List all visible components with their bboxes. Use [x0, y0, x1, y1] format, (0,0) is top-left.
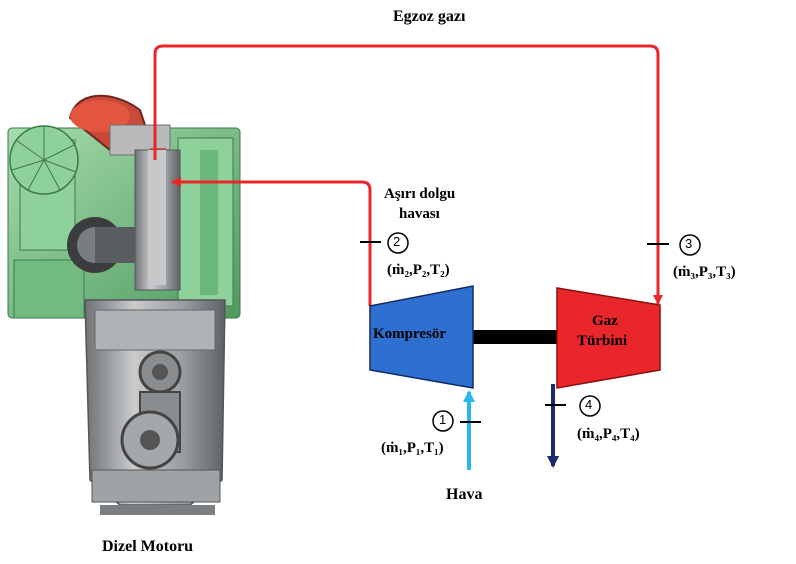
compressor-body — [369, 285, 474, 389]
state-properties-3: (ṁ₃,P₃,T₃) — [673, 264, 736, 280]
charge-air-line — [171, 177, 372, 306]
state-number-1: 1 — [439, 412, 447, 427]
exhaust-gas-label: Egzoz gazı — [393, 8, 466, 25]
air-label: Hava — [446, 486, 483, 503]
state-marker-4 — [545, 395, 601, 417]
turbine-body — [556, 287, 661, 389]
state-marker-2 — [360, 232, 409, 254]
state-properties-2: (ṁ₂,P₂,T₂) — [387, 262, 450, 278]
turbine-label-line2: Türbini — [577, 333, 628, 349]
state-number-2: 2 — [393, 234, 401, 249]
charge-air-label-line1: Aşırı dolgu — [384, 186, 456, 202]
state-number-4: 4 — [585, 397, 593, 412]
compressor-label: Kompresör — [373, 326, 447, 342]
diesel-engine-label: Dizel Motoru — [102, 538, 194, 555]
turbine-label-line1: Gaz — [592, 313, 618, 329]
exhaust-gas-line — [153, 44, 663, 305]
shaft — [468, 330, 560, 344]
state-marker-1 — [432, 410, 481, 432]
state-properties-1: (ṁ₁,P₁,T₁) — [381, 440, 444, 456]
state-number-3: 3 — [685, 236, 693, 251]
charge-air-label-line2: havası — [399, 206, 440, 222]
state-marker-3 — [647, 234, 701, 256]
diesel-engine-illustration — [7, 94, 241, 515]
state-properties-4: (ṁ₄,P₄,T₄) — [577, 426, 640, 442]
